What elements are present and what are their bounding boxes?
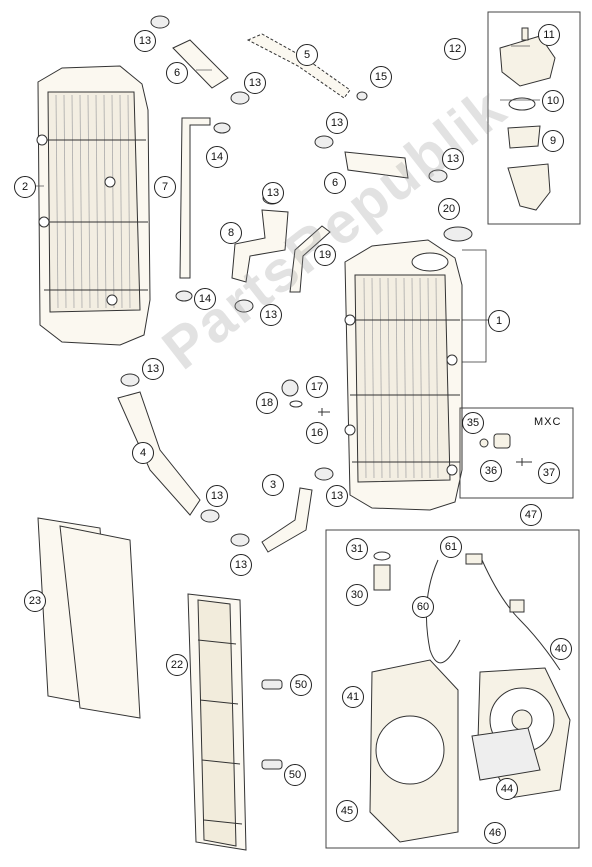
mxc-kit-box <box>459 407 574 499</box>
guard-bolts <box>261 679 283 770</box>
callout-18: 18 <box>256 392 278 414</box>
callout-22: 22 <box>166 654 188 676</box>
callout-44: 44 <box>496 778 518 800</box>
callout-3: 3 <box>262 474 284 496</box>
callout-19: 19 <box>314 244 336 266</box>
callout-13-h: 13 <box>206 485 228 507</box>
fan-kit-parts <box>369 551 571 843</box>
callout-35: 35 <box>462 412 484 434</box>
callout-13-j: 13 <box>230 554 252 576</box>
right-radiator <box>344 239 490 511</box>
radiator-cap <box>443 226 473 242</box>
hoses <box>117 33 409 553</box>
callout-6-middle: 6 <box>324 172 346 194</box>
callout-13-a: 13 <box>134 30 156 52</box>
callout-37: 37 <box>538 462 560 484</box>
callout-40: 40 <box>550 638 572 660</box>
left-radiator <box>36 65 151 346</box>
callout-13-g: 13 <box>142 358 164 380</box>
callout-46: 46 <box>484 822 506 844</box>
callout-23: 23 <box>24 590 46 612</box>
hose-clamps <box>120 15 448 547</box>
callout-47: 47 <box>520 504 542 526</box>
callout-61: 61 <box>440 536 462 558</box>
callout-31: 31 <box>346 538 368 560</box>
callout-13-i: 13 <box>326 485 348 507</box>
callout-20: 20 <box>438 198 460 220</box>
callout-14-top: 14 <box>206 146 228 168</box>
callout-7: 7 <box>154 176 176 198</box>
callout-50-top: 50 <box>290 674 312 696</box>
callout-13-d: 13 <box>442 148 464 170</box>
thermostat-parts <box>499 27 556 211</box>
callout-5: 5 <box>296 44 318 66</box>
thermostat-kit-box <box>487 11 581 225</box>
variant-label: MXC <box>534 416 562 428</box>
callout-30: 30 <box>346 584 368 606</box>
callout-60: 60 <box>412 596 434 618</box>
fan-kit-box <box>325 529 580 849</box>
callout-11: 11 <box>538 24 560 46</box>
callout-13-c: 13 <box>326 112 348 134</box>
callout-17: 17 <box>306 376 328 398</box>
callout-13-b: 13 <box>244 72 266 94</box>
mxc-parts <box>479 433 532 466</box>
callout-13-e: 13 <box>262 182 284 204</box>
callout-41: 41 <box>342 686 364 708</box>
callout-6-top: 6 <box>166 62 188 84</box>
grommet <box>281 379 299 397</box>
callout-36: 36 <box>480 460 502 482</box>
radiator-guard-22 <box>187 593 247 851</box>
callout-16: 16 <box>306 422 328 444</box>
callout-13-f: 13 <box>260 304 282 326</box>
callout-2: 2 <box>14 176 36 198</box>
washer <box>289 400 303 408</box>
callout-50-bottom: 50 <box>284 764 306 786</box>
callout-1: 1 <box>488 310 510 332</box>
leader-lines <box>26 45 540 187</box>
callout-9: 9 <box>542 130 564 152</box>
callout-45: 45 <box>336 800 358 822</box>
screw <box>318 408 330 416</box>
callout-15: 15 <box>370 66 392 88</box>
radiator-guard-23 <box>37 517 141 719</box>
callout-8: 8 <box>220 222 242 244</box>
callout-4: 4 <box>132 442 154 464</box>
callout-12: 12 <box>444 38 466 60</box>
callout-10: 10 <box>542 90 564 112</box>
callout-14-bottom: 14 <box>194 288 216 310</box>
